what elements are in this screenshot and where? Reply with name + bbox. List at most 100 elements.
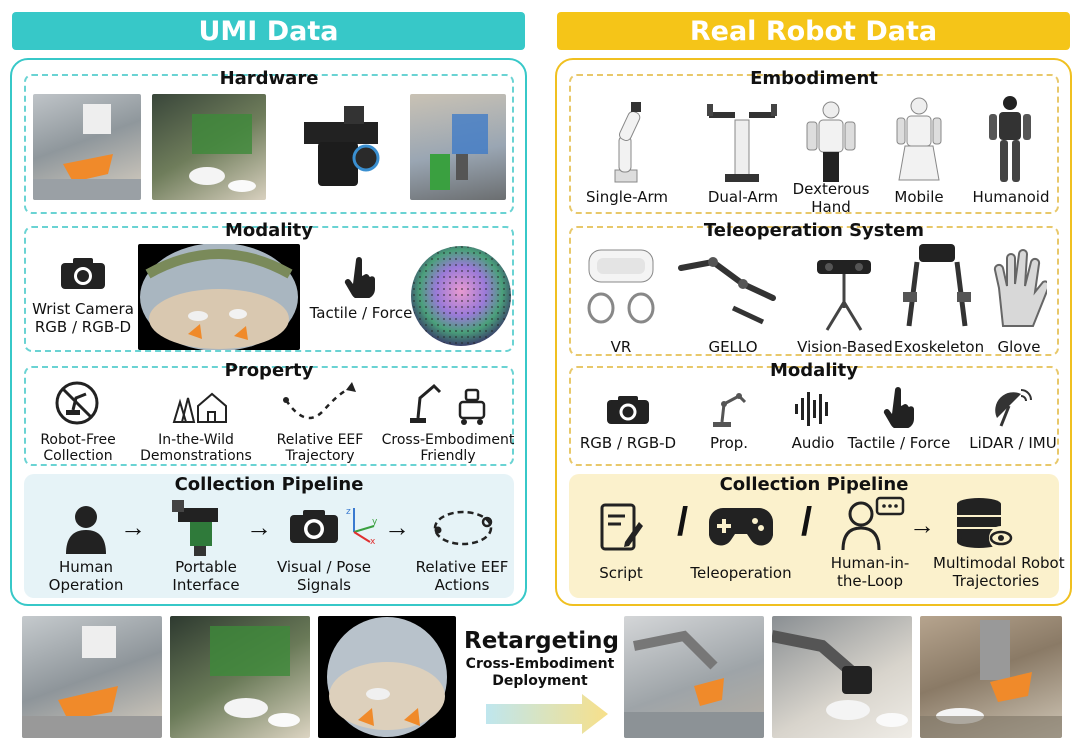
vr-headset-icon bbox=[587, 249, 655, 324]
gello-label: GELLO bbox=[708, 338, 758, 356]
real-tactile-force-label: Tactile / Force bbox=[847, 434, 951, 452]
exoskeleton-label: Exoskeleton bbox=[893, 338, 985, 356]
camera-icon bbox=[61, 258, 105, 289]
pipeline-arrow-3: → bbox=[384, 512, 410, 542]
pose-axes-icon: z y x bbox=[346, 507, 378, 544]
umi-demo-fisheye-photo bbox=[318, 616, 456, 738]
teleoperation-system-title: Teleoperation System bbox=[703, 220, 925, 241]
audio-waveform-icon bbox=[795, 392, 828, 426]
axis-y-label: y bbox=[372, 517, 378, 527]
mobile-robot-icon bbox=[896, 97, 942, 181]
humanoid-label: Humanoid bbox=[972, 188, 1050, 206]
umi-title: UMI Data bbox=[198, 15, 339, 47]
glove-icon bbox=[993, 249, 1047, 327]
hardware-photo-4 bbox=[410, 94, 506, 200]
tactile-force-label: Tactile / Force bbox=[309, 304, 413, 322]
embodiment-title: Embodiment bbox=[750, 68, 878, 89]
vision-based-label: Vision-Based bbox=[797, 338, 893, 356]
robot-deploy-photo-3 bbox=[920, 616, 1062, 738]
retargeting-label: Retargeting bbox=[464, 628, 619, 654]
fisheye-camera-view bbox=[138, 244, 300, 350]
robot-deploy-photo-1 bbox=[624, 616, 764, 738]
relative-trajectory-icon bbox=[283, 382, 356, 420]
visual-signal-camera-icon bbox=[290, 510, 338, 543]
single-arm-label: Single-Arm bbox=[586, 188, 668, 206]
prop-label: Prop. bbox=[709, 434, 749, 452]
vr-label: VR bbox=[610, 338, 632, 356]
umi-hardware-section: Hardware bbox=[24, 68, 514, 214]
pipeline-arrow-4: → bbox=[909, 510, 935, 540]
dual-arm-robot-icon bbox=[707, 104, 777, 182]
proprioception-robot-icon bbox=[713, 393, 747, 427]
mobile-label: Mobile bbox=[894, 188, 944, 206]
cross-embodiment-icon bbox=[410, 383, 486, 425]
portable-interface-icon bbox=[172, 500, 218, 556]
lidar-imu-label: LiDAR / IMU bbox=[969, 434, 1057, 452]
vision-based-camera-icon bbox=[817, 260, 871, 331]
real-title: Real Robot Data bbox=[689, 15, 938, 47]
lidar-satellite-icon bbox=[995, 389, 1032, 427]
hardware-photo-3 bbox=[274, 94, 402, 200]
human-in-the-loop-label: Human-in-the-Loop bbox=[830, 554, 910, 590]
hardware-photo-2 bbox=[152, 94, 266, 200]
umi-demo-photo-1 bbox=[22, 616, 162, 738]
tactile-sensor-image bbox=[411, 246, 511, 346]
robot-deploy-photo-2 bbox=[772, 616, 912, 738]
hardware-photo-1 bbox=[33, 94, 141, 200]
real-robot-data-banner: Real Robot Data bbox=[557, 12, 1070, 50]
robot-free-icon bbox=[55, 381, 99, 425]
pipeline-arrow-2: → bbox=[246, 512, 272, 542]
pipeline-separator-1: / bbox=[677, 500, 689, 544]
embodiment-section: Embodiment Single-Arm Dual-Arm Dexterous… bbox=[569, 68, 1059, 216]
rgb-rgbd-label: RGB / RGB-D bbox=[579, 434, 677, 452]
database-icon bbox=[957, 498, 1013, 550]
gello-icon bbox=[678, 257, 776, 325]
real-modality-section: Modality RGB / RGB-D Prop. Audio Tactile… bbox=[569, 360, 1059, 466]
script-document-icon bbox=[600, 503, 643, 551]
teleoperation-label: Teleoperation bbox=[690, 564, 792, 582]
umi-data-banner: UMI Data bbox=[12, 12, 525, 50]
exoskeleton-icon bbox=[903, 244, 971, 327]
humanoid-robot-icon bbox=[989, 96, 1031, 182]
umi-pipeline-title: Collection Pipeline bbox=[174, 474, 364, 495]
umi-property-title: Property bbox=[224, 360, 314, 381]
real-robot-panel: Embodiment Single-Arm Dual-Arm Dexterous… bbox=[555, 58, 1072, 606]
human-operator-icon bbox=[66, 506, 106, 554]
tactile-hand-icon bbox=[883, 387, 914, 428]
teleoperation-system-section: Teleoperation System VR GELLO Vision-Bas… bbox=[569, 220, 1059, 356]
dexterous-hand-robot-icon bbox=[806, 101, 856, 182]
script-label: Script bbox=[599, 564, 643, 582]
human-in-the-loop-icon bbox=[841, 496, 905, 551]
real-modality-title: Modality bbox=[770, 360, 858, 381]
pipeline-arrow-1: → bbox=[120, 512, 146, 542]
relative-actions-icon bbox=[433, 510, 493, 546]
in-the-wild-icon bbox=[172, 392, 227, 423]
umi-demo-photo-2 bbox=[170, 616, 310, 738]
gamepad-icon bbox=[709, 508, 773, 546]
axis-z-label: z bbox=[346, 507, 351, 517]
hand-touch-icon bbox=[344, 257, 375, 298]
umi-hardware-title: Hardware bbox=[219, 68, 319, 89]
rgb-camera-icon bbox=[607, 396, 649, 424]
glove-label: Glove bbox=[997, 338, 1041, 356]
umi-modality-title: Modality bbox=[225, 220, 313, 241]
retargeting-arrow-icon bbox=[486, 694, 608, 734]
real-pipeline-section: Collection Pipeline Script / Teleoperati… bbox=[569, 474, 1065, 598]
audio-label: Audio bbox=[791, 434, 835, 452]
real-pipeline-title: Collection Pipeline bbox=[719, 474, 909, 495]
